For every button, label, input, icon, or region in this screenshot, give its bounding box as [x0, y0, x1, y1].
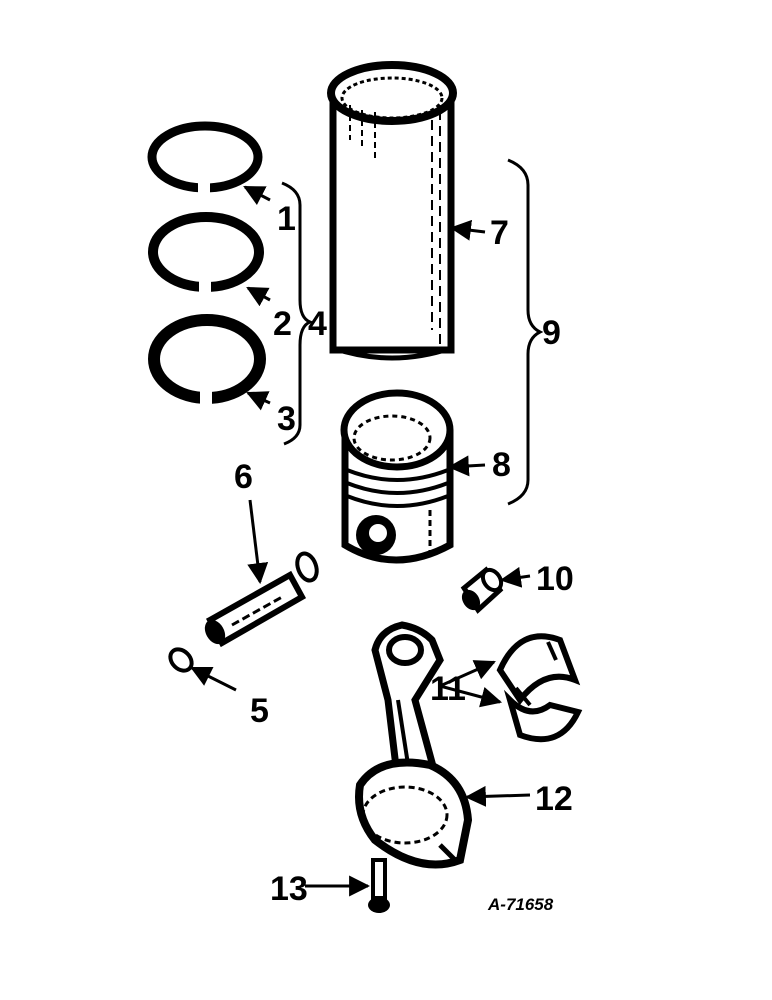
piston-ring-2 [148, 212, 264, 293]
leader-lines [190, 185, 531, 897]
cylinder-sleeve [327, 61, 457, 361]
callout-11: 11 [430, 670, 466, 708]
rod-bolt [368, 858, 390, 913]
callout-6: 6 [234, 458, 253, 496]
sleeve-piston-bracket [507, 158, 544, 506]
callout-4: 4 [308, 305, 327, 343]
ring-set-bracket [281, 181, 315, 446]
bearing-upper-half [496, 633, 581, 706]
callout-1: 1 [277, 200, 296, 238]
callout-8: 8 [492, 446, 511, 484]
callout-12: 12 [535, 780, 573, 818]
snap-ring-left [168, 647, 194, 673]
callout-9: 9 [542, 314, 561, 352]
callout-5: 5 [250, 692, 269, 730]
callout-13: 13 [270, 870, 308, 908]
callout-3: 3 [277, 400, 296, 438]
snap-ring-right [295, 551, 319, 583]
piston-ring-3 [148, 314, 266, 404]
piston-ring-1 [147, 121, 263, 194]
drawing-number: A-71658 [487, 895, 554, 914]
connecting-rod [355, 621, 473, 869]
callout-10: 10 [536, 560, 574, 598]
piston-pin [204, 570, 307, 648]
bearing-lower-half [503, 686, 583, 743]
callout-2: 2 [273, 305, 292, 343]
callout-7: 7 [490, 214, 509, 252]
piston [340, 389, 454, 564]
pin-bushing [460, 566, 504, 614]
